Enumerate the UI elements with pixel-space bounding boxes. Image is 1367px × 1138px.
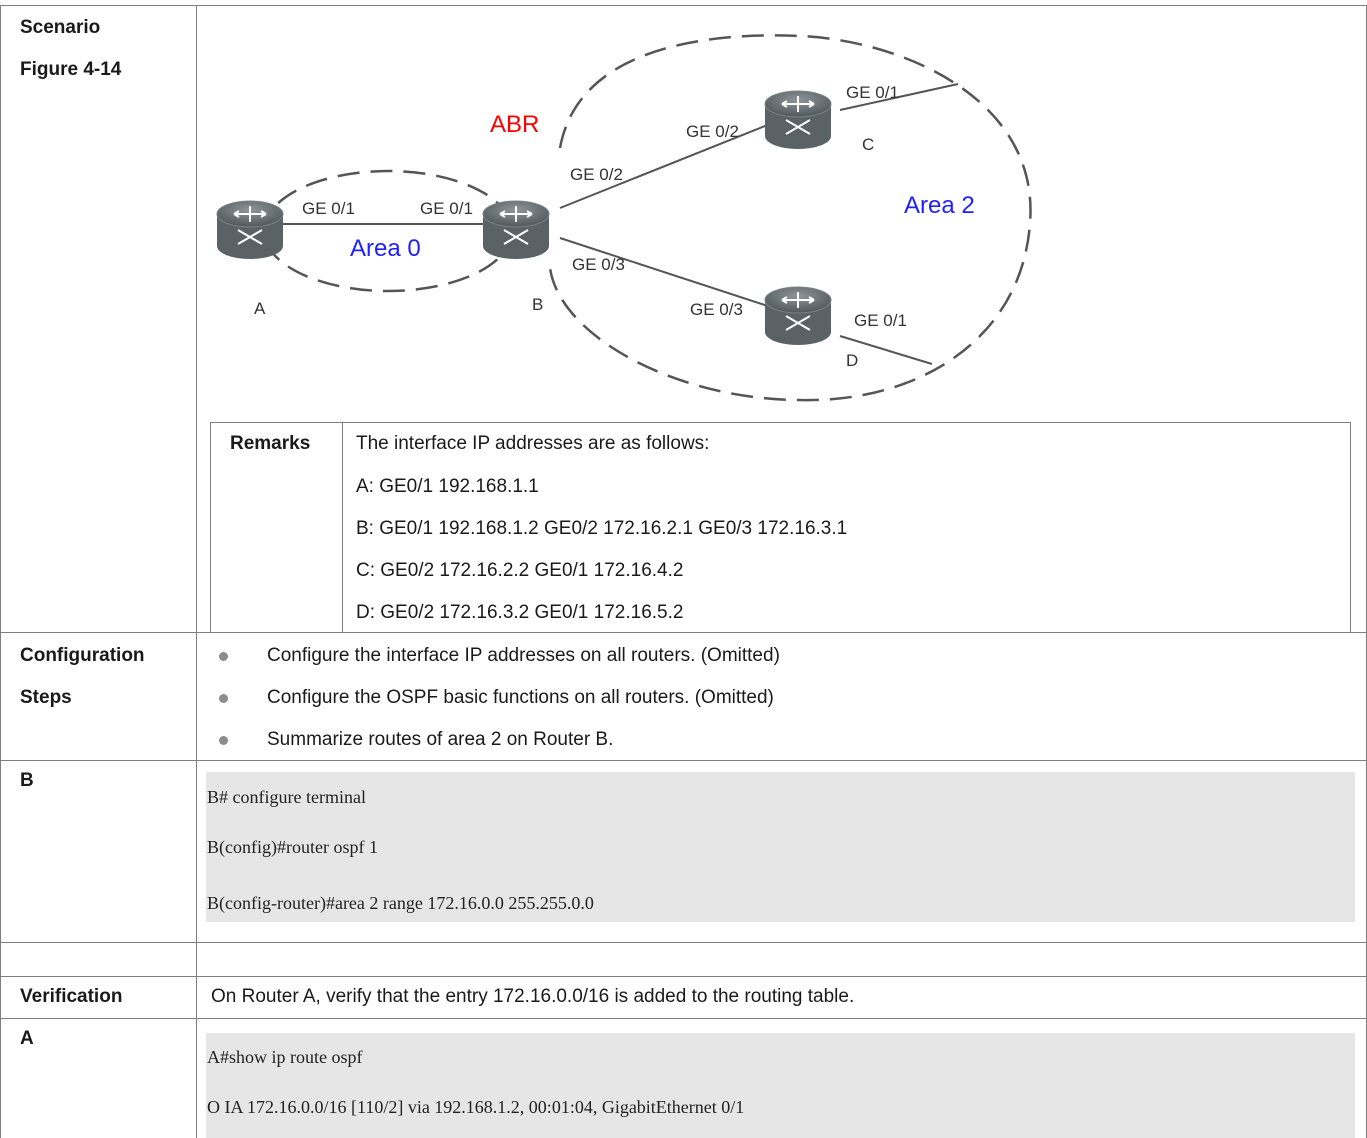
router-b-label: B <box>532 295 543 314</box>
bullet-icon <box>219 694 228 703</box>
row-divider <box>0 976 1367 977</box>
port-c-ge02: GE 0/2 <box>686 122 739 141</box>
port-b-ge01: GE 0/1 <box>420 199 473 218</box>
remarks-line: A: GE0/1 192.168.1.1 <box>356 476 539 497</box>
abr-label: ABR <box>490 111 539 138</box>
row-divider <box>0 760 1367 761</box>
row-divider <box>0 942 1367 943</box>
remarks-divider <box>342 422 343 632</box>
router-d-label: D <box>846 351 858 370</box>
router-d-icon <box>764 286 832 345</box>
port-d-ge01: GE 0/1 <box>854 311 907 330</box>
port-d-ge03: GE 0/3 <box>690 300 743 319</box>
port-c-ge01: GE 0/1 <box>846 83 899 102</box>
remarks-border-left <box>210 422 211 632</box>
row-divider <box>0 632 1367 633</box>
step-item: Configure the OSPF basic functions on al… <box>267 687 774 708</box>
link-b-c <box>559 119 781 209</box>
router-c-icon <box>764 90 832 149</box>
bullet-icon <box>219 652 228 661</box>
router-c-label: C <box>862 135 874 154</box>
router-b-icon <box>482 200 550 259</box>
router-a-label: A <box>254 299 266 318</box>
area0-label: Area 0 <box>350 235 421 262</box>
row-divider <box>0 1018 1367 1019</box>
area0-boundary <box>262 169 514 293</box>
remarks-border-right <box>1350 422 1351 632</box>
link-b-d <box>559 237 781 311</box>
network-diagram: ABR Area 0 Area 2 A B C D GE 0/1 GE 0/1 … <box>216 34 1032 402</box>
router-b-row-label: B <box>20 770 34 791</box>
remarks-label: Remarks <box>230 433 311 454</box>
port-a-ge01: GE 0/1 <box>302 199 355 218</box>
remarks-line: D: GE0/2 172.16.3.2 GE0/1 172.16.5.2 <box>356 602 684 623</box>
area2-label: Area 2 <box>904 192 975 219</box>
code-block-a <box>206 1033 1355 1138</box>
router-a-icon <box>216 200 284 259</box>
port-b-ge03: GE 0/3 <box>572 255 625 274</box>
link-c-out <box>839 83 959 111</box>
scenario-label: Scenario <box>20 17 101 38</box>
table-border-left <box>0 5 1 1138</box>
config-steps-label-2: Steps <box>20 687 72 708</box>
router-a-row-label: A <box>20 1028 34 1049</box>
code-line: B# configure terminal <box>207 787 366 807</box>
link-d-out <box>839 335 933 365</box>
config-steps-label: Configuration <box>20 645 145 666</box>
verification-text: On Router A, verify that the entry 172.1… <box>211 986 855 1007</box>
code-block-b <box>206 772 1355 922</box>
bullet-icon <box>219 736 228 745</box>
step-item: Configure the interface IP addresses on … <box>267 645 780 666</box>
remarks-line: B: GE0/1 192.168.1.2 GE0/2 172.16.2.1 GE… <box>356 518 848 539</box>
area2-boundary <box>548 34 1032 402</box>
remarks-line: The interface IP addresses are as follow… <box>356 433 710 454</box>
remarks-border-top <box>210 422 1351 423</box>
step-item: Summarize routes of area 2 on Router B. <box>267 729 614 750</box>
code-line: O IA 172.16.0.0/16 [110/2] via 192.168.1… <box>207 1097 745 1117</box>
code-line: B(config-router)#area 2 range 172.16.0.0… <box>207 893 594 913</box>
table-column-divider <box>196 5 197 1138</box>
table-border-top <box>0 5 1367 6</box>
code-line: B(config)#router ospf 1 <box>207 837 378 857</box>
remarks-line: C: GE0/2 172.16.2.2 GE0/1 172.16.4.2 <box>356 560 684 581</box>
port-b-ge02: GE 0/2 <box>570 165 623 184</box>
figure-label: Figure 4-14 <box>20 59 122 80</box>
code-line: A#show ip route ospf <box>207 1047 363 1067</box>
verification-label: Verification <box>20 986 123 1007</box>
